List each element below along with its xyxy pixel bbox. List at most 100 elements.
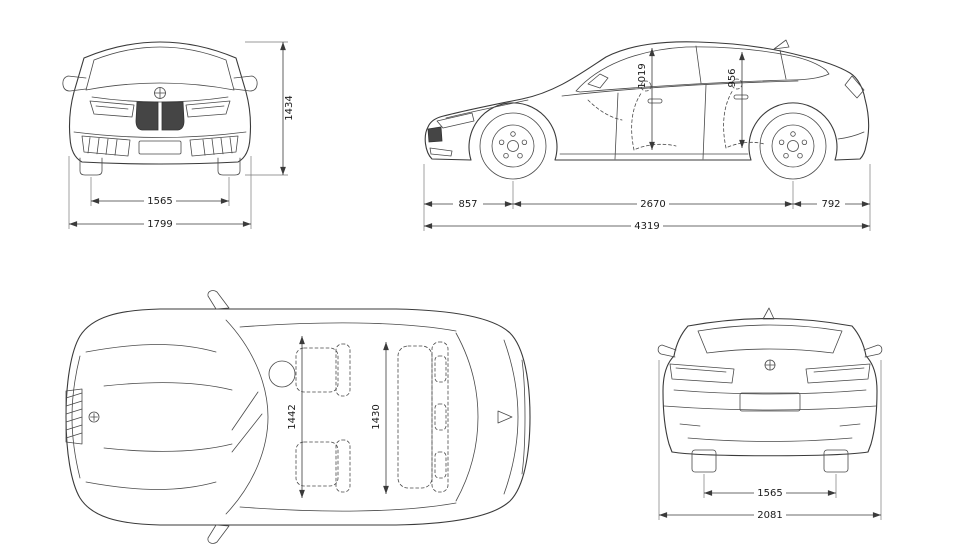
front-bumper-line — [73, 131, 247, 138]
wheel-bolt — [778, 139, 785, 145]
dim-front-width-label: 1799 — [147, 219, 172, 230]
side-headlight — [436, 112, 475, 129]
side-beltline — [561, 80, 799, 97]
door-handle-front — [647, 98, 663, 104]
front-hood-crease — [91, 96, 229, 103]
front-left-seat-cushion — [295, 347, 339, 393]
rear-bench-cushion — [397, 345, 433, 489]
roof-side-lines — [239, 322, 457, 512]
rear-headrest — [434, 403, 447, 431]
label-bg — [817, 198, 845, 210]
top-view: 1442 1430 — [65, 290, 531, 544]
rear-window-arc — [455, 332, 479, 502]
taillight-right — [805, 363, 871, 384]
front-left-seat-back — [335, 343, 351, 397]
front-right-seat-back — [335, 439, 351, 493]
extension-lines-width — [68, 156, 252, 229]
wheel-bolt — [517, 152, 523, 159]
wheel-bolt — [521, 139, 528, 145]
rear-bumper-seam — [837, 131, 865, 140]
wiper-lines — [231, 391, 263, 453]
rim — [491, 124, 535, 168]
front-view: 1434 1565 1799 — [62, 41, 295, 230]
label-bg — [631, 220, 663, 232]
wheel-bolt — [783, 152, 789, 159]
front-intake-left — [81, 135, 131, 157]
rear-dimensions: 1565 2081 — [658, 360, 882, 521]
hatch-bottom-line — [673, 389, 867, 395]
front-headlight-left — [89, 100, 135, 118]
bmw-roundel-rear-cross — [764, 359, 776, 371]
rear-headrest — [434, 355, 447, 383]
wheel-bolt — [503, 152, 509, 159]
rear-wheel-right — [823, 449, 849, 473]
dim-mirror-width-label: 2081 — [757, 510, 782, 521]
dim-front-height-label: 1434 — [284, 95, 295, 120]
dim-overall-length-label: 4319 — [634, 221, 659, 232]
rear-seat — [723, 78, 765, 149]
front-wheel-right — [217, 157, 241, 176]
rear-wheel-left — [691, 449, 717, 473]
rim — [771, 124, 815, 168]
tire — [759, 112, 827, 180]
label-bg — [453, 198, 483, 210]
front-wheel — [479, 112, 547, 180]
taillight-detail — [675, 367, 865, 373]
rear-wheel — [759, 112, 827, 180]
wheel-bolt — [510, 131, 516, 137]
bmw-roundel-hood-cross — [90, 413, 98, 421]
wheel-bolt — [801, 139, 808, 145]
front-wheel-left — [79, 157, 103, 176]
dim-wheelbase-label: 2670 — [640, 199, 665, 210]
rear-fin-antenna — [762, 307, 775, 320]
b-pillar — [695, 45, 702, 84]
rear-mirror-right — [863, 344, 883, 358]
front-intake-hatching — [87, 137, 233, 156]
front-dimensions: 1434 1565 1799 — [68, 41, 295, 230]
top-seats — [295, 341, 449, 493]
rear-bench-back — [431, 341, 449, 493]
shark-fin-antenna — [773, 39, 790, 50]
front-headlight-detail — [95, 105, 225, 110]
kidney-grille-right — [161, 101, 185, 131]
extension-lines-mirror-width — [658, 360, 882, 520]
dim-front-overhang-label: 857 — [458, 199, 477, 210]
rear-seat-outline — [723, 89, 765, 149]
dim-rear-headroom-label: 956 — [727, 68, 738, 87]
c-pillar — [779, 49, 787, 80]
extension-lines-length — [423, 164, 871, 231]
side-view: 1019 956 857 2670 792 4319 — [423, 39, 871, 232]
door-seams — [614, 84, 707, 160]
front-headlight-right — [185, 100, 231, 118]
tire — [479, 112, 547, 180]
rear-body-outline — [662, 317, 878, 457]
rear-license-plate — [739, 392, 801, 412]
windshield-arc — [225, 319, 269, 515]
wheel-bolt — [790, 131, 796, 137]
rear-reflectors — [679, 423, 861, 427]
wheel-bolt — [498, 139, 505, 145]
dim-front-interior-width-label: 1442 — [287, 404, 298, 429]
label-bg — [637, 198, 669, 210]
top-body-outline — [65, 308, 531, 526]
top-dimensions: 1442 1430 — [287, 336, 389, 498]
rear-bumper-top — [663, 405, 877, 411]
dim-rear-interior-width-label: 1430 — [371, 404, 382, 429]
door-handle-rear — [733, 94, 749, 100]
rear-headrest — [434, 451, 447, 479]
top-grille-hatching — [65, 392, 83, 439]
dim-front-track-label: 1565 — [147, 196, 172, 207]
side-body-outline — [424, 41, 870, 161]
top-mirror-left — [207, 290, 230, 310]
dim-rear-track-label: 1565 — [757, 488, 782, 499]
front-right-seat-cushion — [295, 441, 339, 487]
side-mirror — [587, 73, 609, 89]
wheel-bolt — [797, 152, 803, 159]
top-grille — [65, 388, 83, 445]
label-bg — [144, 195, 176, 207]
extension-lines-height — [245, 41, 288, 176]
dim-rear-overhang-label: 792 — [821, 199, 840, 210]
top-fin-antenna — [497, 410, 513, 424]
label-bg — [754, 487, 786, 499]
